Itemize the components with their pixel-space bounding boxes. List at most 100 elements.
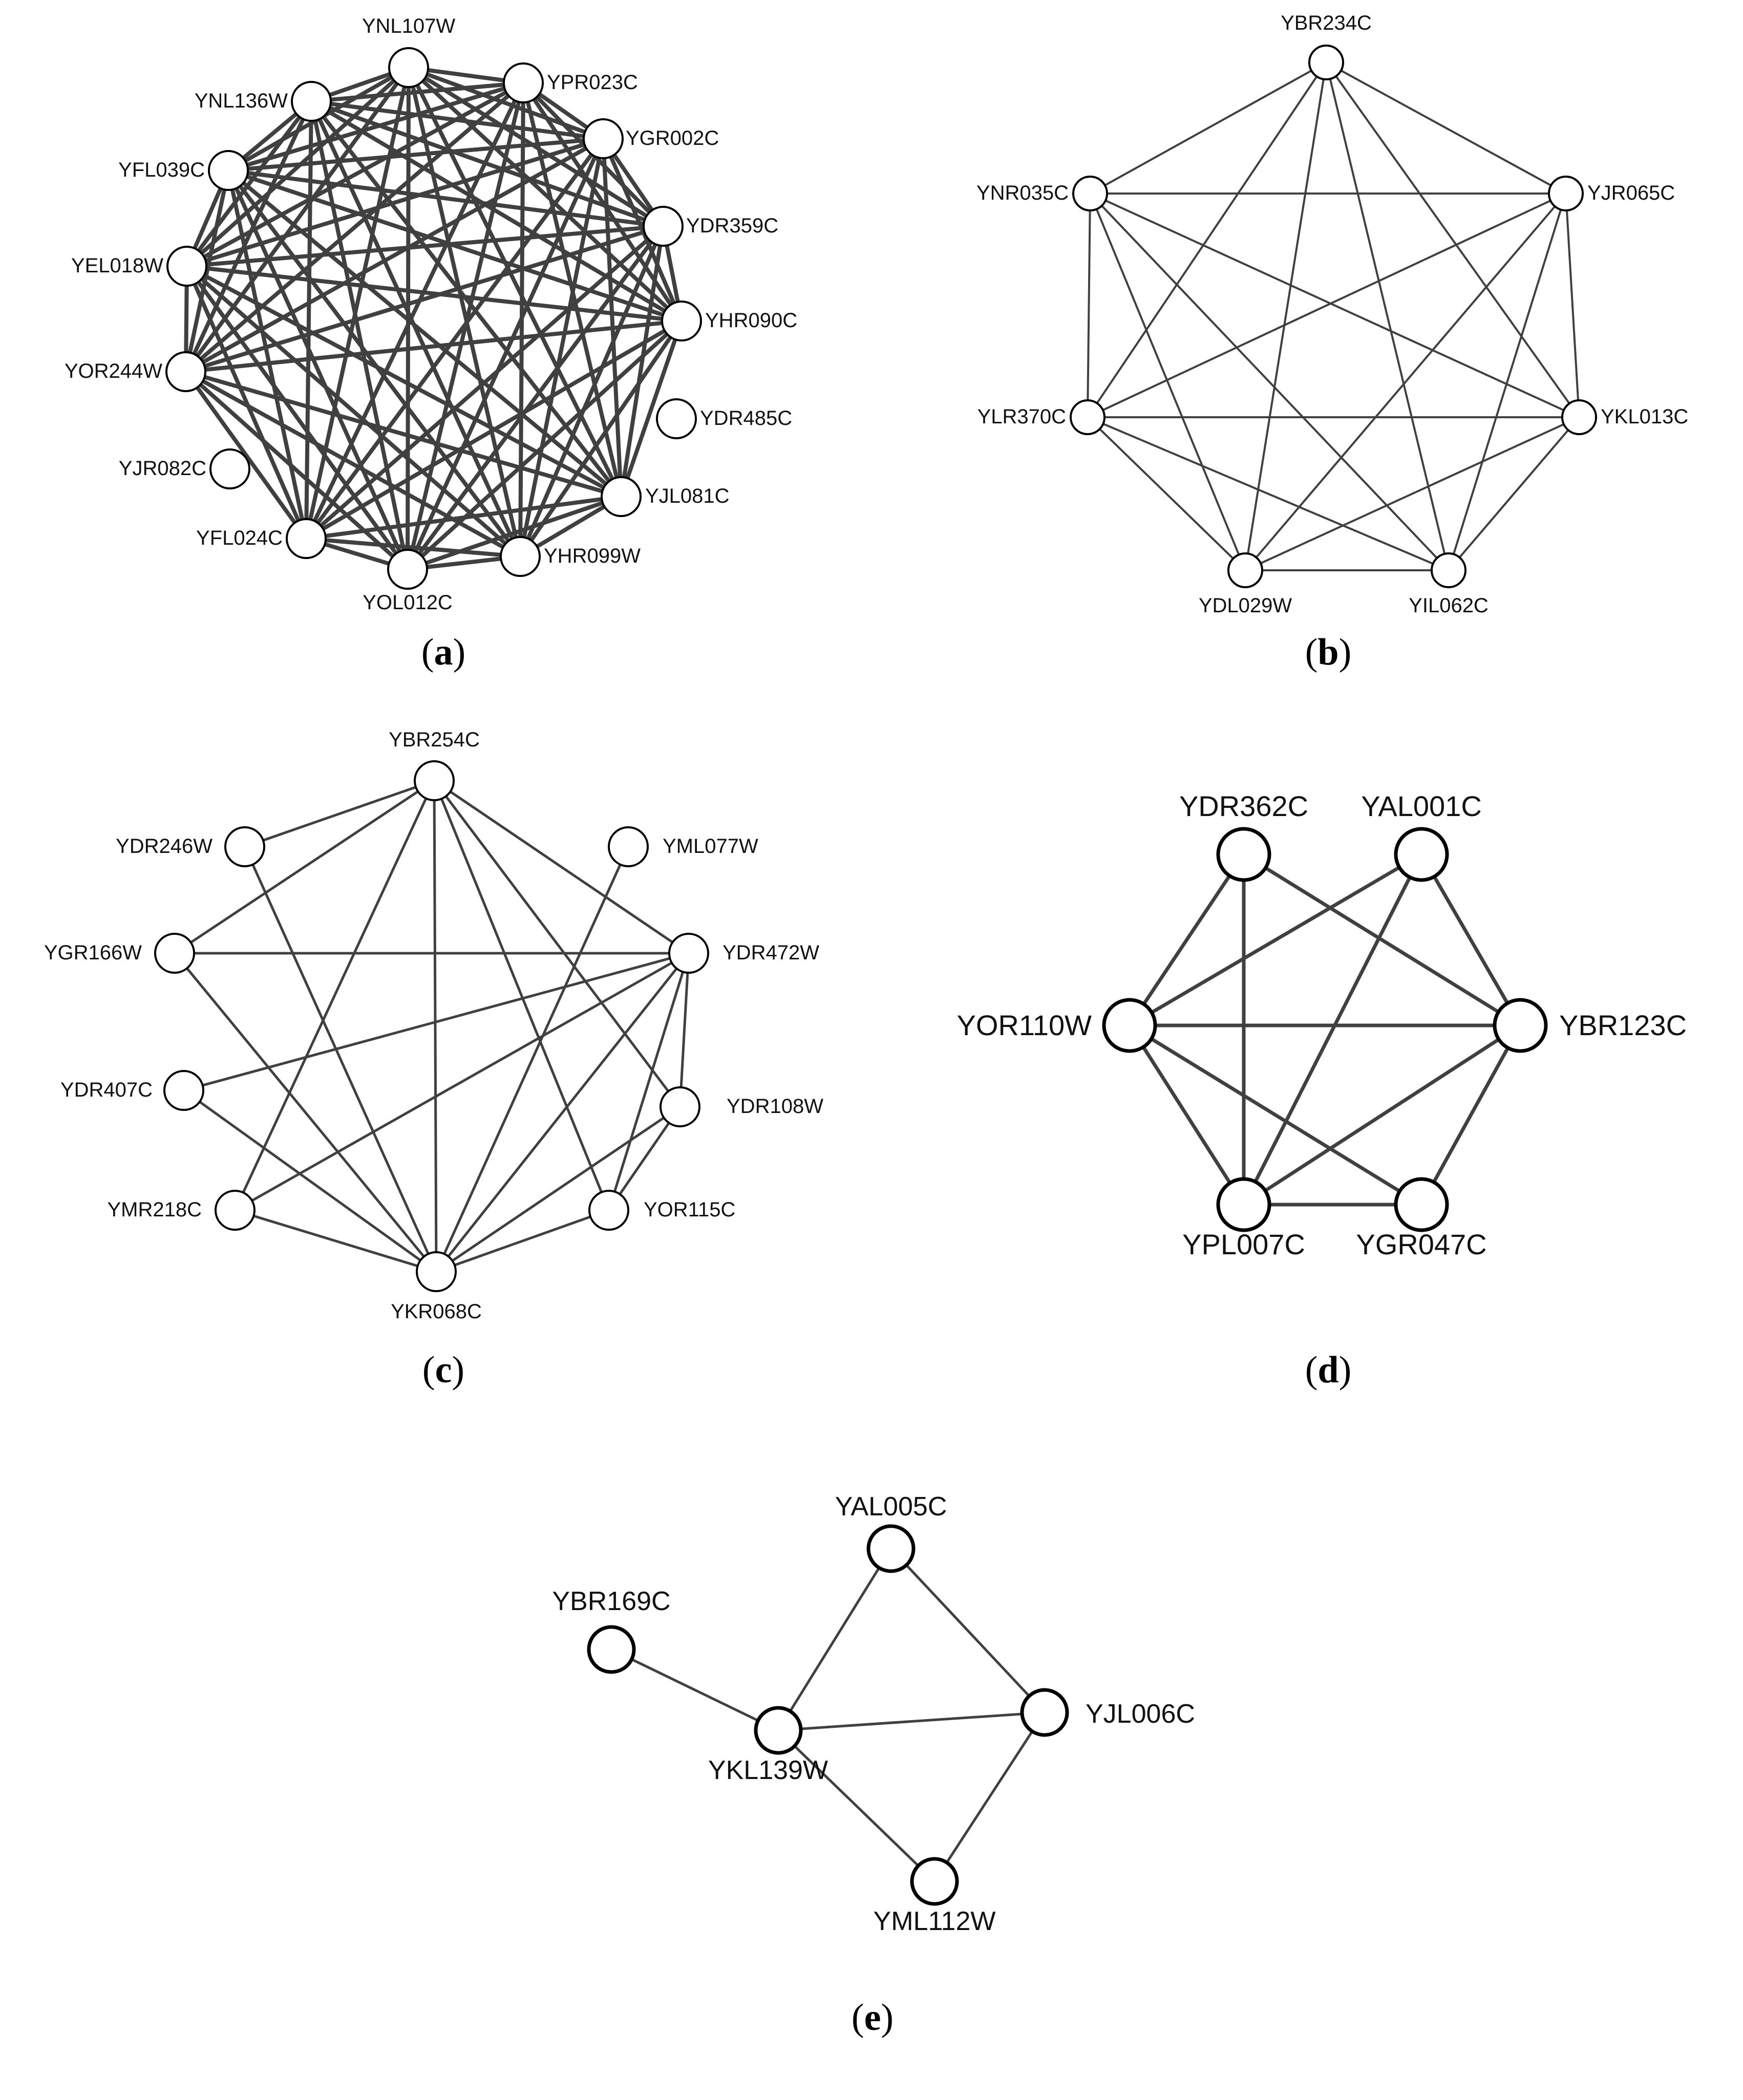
panel-caption-d: (d) bbox=[1305, 1349, 1351, 1391]
node-ylr370c bbox=[1070, 399, 1106, 435]
node-label-ygr047c: YGR047C bbox=[1356, 1228, 1486, 1260]
edge-ygr166w-ykr068c bbox=[173, 952, 438, 1273]
node-label-ynr035c: YNR035C bbox=[976, 182, 1069, 204]
node-ynl107w bbox=[388, 47, 429, 88]
node-label-yol012c: YOL012C bbox=[363, 591, 453, 614]
edge-ygr002c-yor244w bbox=[184, 137, 605, 374]
node-ygr166w bbox=[154, 933, 195, 974]
edge-yor110w-ypl007c bbox=[1128, 1023, 1246, 1207]
node-label-ygr002c: YGR002C bbox=[626, 127, 719, 149]
node-ybr254c bbox=[414, 760, 455, 801]
panel-a: YNL107WYPR023CYGR002CYDR359CYHR090CYDR48… bbox=[65, 15, 797, 673]
edge-yhr099w-ynl136w bbox=[309, 99, 522, 559]
node-yor115c bbox=[588, 1190, 629, 1231]
edge-ynl107w-yhr099w bbox=[407, 66, 522, 559]
edge-ypr023c-yfl039c bbox=[226, 81, 525, 173]
node-label-ydr362c: YDR362C bbox=[1179, 790, 1308, 822]
node-label-ydr246w: YDR246W bbox=[116, 835, 212, 858]
edge-ydr362c-ybr123c bbox=[1242, 852, 1522, 1027]
edge-ykl013c-yil062c bbox=[1448, 416, 1580, 571]
node-label-yil062c: YIL062C bbox=[1409, 594, 1489, 617]
edge-ypr023c-yor244w bbox=[184, 81, 525, 374]
edge-yhr090c-ynl136w bbox=[309, 99, 684, 323]
edge-yjr065c-yil062c bbox=[1448, 192, 1567, 571]
edge-ydr359c-yfl039c bbox=[226, 168, 665, 228]
edge-ydr359c-yjl081c bbox=[619, 224, 665, 499]
node-yjr065c bbox=[1548, 176, 1584, 211]
node-label-ygr166w: YGR166W bbox=[44, 941, 142, 964]
edges-b bbox=[1087, 61, 1580, 571]
node-label-ydr485c: YDR485C bbox=[700, 407, 792, 430]
node-label-ylr370c: YLR370C bbox=[977, 405, 1066, 428]
edge-ydr359c-ynl136w bbox=[309, 99, 665, 228]
edge-ygr002c-ynl136w bbox=[309, 99, 605, 141]
edge-yjl081c-yor244w bbox=[184, 370, 623, 499]
node-ydr407c bbox=[163, 1070, 204, 1111]
node-label-ydr108w: YDR108W bbox=[727, 1095, 823, 1118]
edge-yor244w-yfl039c bbox=[184, 168, 230, 374]
node-yml112w bbox=[910, 1857, 959, 1906]
edge-ydl029w-ylr370c bbox=[1087, 416, 1246, 571]
edge-yjr065c-ydl029w bbox=[1244, 192, 1567, 571]
edge-ygr002c-yhr099w bbox=[518, 137, 605, 559]
edge-ybr169c-ykl139w bbox=[610, 1648, 780, 1732]
edge-yjr065c-ykl013c bbox=[1565, 192, 1580, 418]
edge-ynl107w-yjl081c bbox=[407, 66, 623, 499]
node-ybr169c bbox=[587, 1625, 636, 1674]
edge-yil062c-ylr370c bbox=[1087, 416, 1450, 571]
edge-ybr234c-ylr370c bbox=[1087, 61, 1327, 418]
edge-ydr472w-yor115c bbox=[607, 952, 690, 1212]
node-label-yor244w: YOR244W bbox=[65, 360, 162, 382]
node-label-yjr065c: YJR065C bbox=[1587, 182, 1675, 204]
node-yel018w bbox=[166, 246, 207, 287]
edge-ygr002c-yjl081c bbox=[601, 137, 623, 499]
edge-ybr254c-ykr068c bbox=[433, 779, 438, 1273]
edge-ygr002c-yfl024c bbox=[304, 137, 605, 541]
edge-yfl024c-yor244w bbox=[184, 370, 308, 541]
edge-ydr472w-ydr108w bbox=[678, 952, 690, 1108]
node-ydr362c bbox=[1216, 827, 1271, 882]
edge-ybr123c-ygr047c bbox=[1419, 1023, 1522, 1207]
node-label-ynl136w: YNL136W bbox=[195, 90, 288, 112]
node-yjr082c bbox=[209, 448, 250, 489]
edge-yol012c-yor244w bbox=[184, 370, 410, 571]
edge-yjl006c-yml112w bbox=[933, 1711, 1046, 1883]
edge-ykl139w-yal005c bbox=[777, 1547, 892, 1732]
node-label-ykl139w: YKL139W bbox=[708, 1755, 828, 1785]
edge-yhr099w-yfl039c bbox=[226, 168, 522, 559]
node-label-ydl029w: YDL029W bbox=[1199, 594, 1292, 617]
panel-caption-e: (e) bbox=[852, 1997, 894, 2039]
edge-yal005c-yjl006c bbox=[889, 1547, 1046, 1714]
edge-ybr254c-yor115c bbox=[433, 779, 610, 1212]
edges-e bbox=[610, 1547, 1046, 1883]
edge-ybr234c-ydl029w bbox=[1244, 61, 1327, 571]
node-yml077w bbox=[608, 826, 649, 867]
edge-ydr472w-ydr407c bbox=[182, 952, 690, 1092]
node-label-yml077w: YML077W bbox=[663, 835, 758, 858]
edge-ynl107w-ygr002c bbox=[407, 66, 605, 141]
edge-ykl013c-ydl029w bbox=[1244, 416, 1580, 571]
node-ypr023c bbox=[503, 62, 544, 103]
edge-yol012c-ynl136w bbox=[309, 99, 410, 571]
edge-yor115c-ykr068c bbox=[435, 1209, 610, 1273]
node-ymr218c bbox=[215, 1190, 256, 1231]
edge-ypr023c-ynl136w bbox=[309, 81, 525, 103]
edge-yfl024c-yfl039c bbox=[226, 168, 308, 541]
edge-ybr254c-ygr166w bbox=[173, 779, 436, 955]
panel-caption-c: (c) bbox=[422, 1349, 464, 1391]
edge-ykl139w-yml112w bbox=[777, 1729, 936, 1883]
edge-yhr090c-yhr099w bbox=[518, 319, 684, 559]
panel-b: YBR234CYJR065CYKL013CYIL062CYDL029WYLR37… bbox=[976, 12, 1688, 673]
node-label-yor110w: YOR110W bbox=[957, 1009, 1092, 1041]
edge-yhr099w-yor244w bbox=[184, 370, 522, 559]
edge-ykl139w-yjl006c bbox=[777, 1711, 1046, 1732]
node-label-ydr472w: YDR472W bbox=[722, 941, 819, 964]
edge-ydr472w-ykr068c bbox=[435, 952, 690, 1273]
node-label-ypl007c: YPL007C bbox=[1182, 1228, 1305, 1260]
edge-ydr108w-yor115c bbox=[607, 1105, 682, 1212]
node-ydr472w bbox=[668, 933, 709, 974]
edge-ybr234c-yjr065c bbox=[1325, 61, 1567, 195]
edge-yjl081c-ynl136w bbox=[309, 99, 623, 499]
